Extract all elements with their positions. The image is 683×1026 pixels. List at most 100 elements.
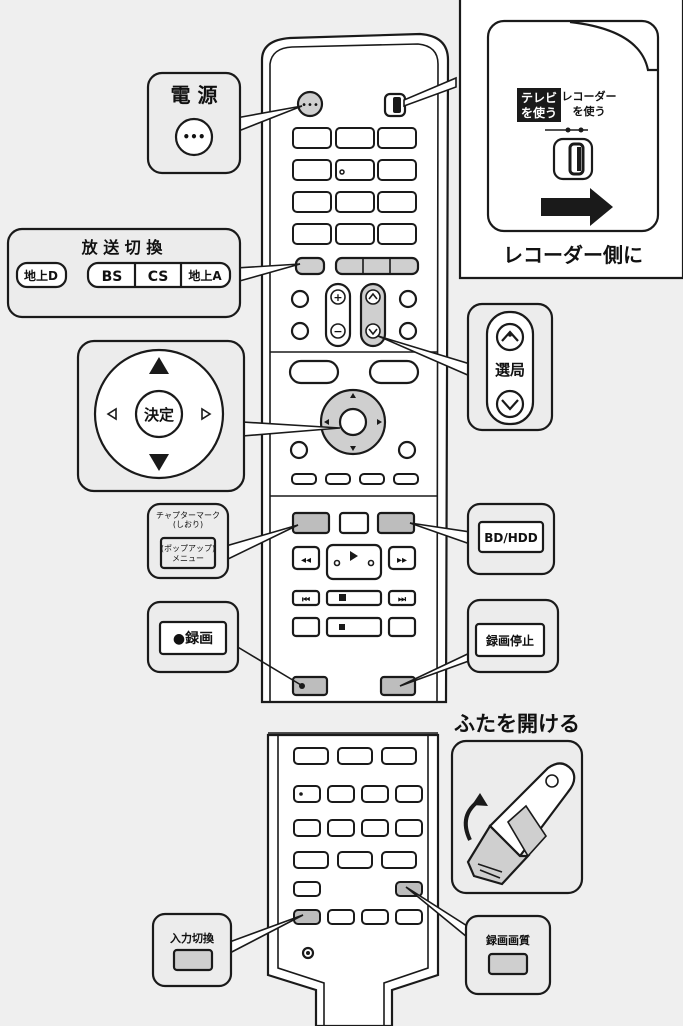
- remote-lower-button[interactable]: [395, 909, 423, 925]
- remote-broadcast-group[interactable]: [334, 256, 420, 276]
- remote-button[interactable]: [387, 616, 417, 638]
- remote-stop-record-button[interactable]: [379, 675, 417, 697]
- terrestrial-d-button[interactable]: [15, 261, 68, 289]
- remote-ff-button[interactable]: [387, 545, 417, 571]
- remote-rewind-button[interactable]: [291, 545, 321, 571]
- channel-label: 選局: [495, 361, 525, 379]
- callout-dpad: 決定: [76, 339, 246, 493]
- svg-text:−: −: [333, 325, 342, 338]
- broadcast-button-group[interactable]: [86, 261, 232, 289]
- remote-lower-button[interactable]: [361, 785, 389, 803]
- remote-lower-button[interactable]: [361, 909, 389, 925]
- terrestrial-a-label: 地上A: [188, 268, 222, 283]
- skip-prev-icon: ⏮: [302, 595, 310, 605]
- remote-number-button[interactable]: [335, 127, 375, 149]
- chapter-menu-button[interactable]: [159, 536, 217, 570]
- remote-lower-button[interactable]: [395, 819, 423, 837]
- remote-dot-marker: [339, 169, 345, 175]
- remote-lower-button[interactable]: [293, 819, 321, 837]
- remote-number-button[interactable]: [292, 223, 332, 245]
- remote-number-button[interactable]: [335, 191, 375, 213]
- remote-lower-button[interactable]: [293, 785, 321, 803]
- remote-top-grid: [292, 127, 417, 245]
- remote-color-button[interactable]: [291, 473, 317, 485]
- remote-lower-button[interactable]: [381, 851, 417, 869]
- remote-lower-button[interactable]: [337, 851, 373, 869]
- remote-lower-button[interactable]: [293, 851, 329, 869]
- remote-number-button[interactable]: [377, 159, 417, 181]
- callout-switch: テレビを使う レコーダーを使う レコーダー側に: [458, 0, 683, 280]
- chevron-down-icon: [365, 323, 381, 339]
- remote-lower-button[interactable]: [293, 881, 321, 897]
- remote-lower-button[interactable]: [293, 747, 329, 765]
- triangle-left-icon: [106, 407, 117, 421]
- remote-lower-button[interactable]: [337, 747, 373, 765]
- remote-button[interactable]: [325, 616, 383, 638]
- power-button[interactable]: [174, 117, 214, 157]
- play-icon: [350, 551, 358, 561]
- remote-color-button[interactable]: [325, 473, 351, 485]
- remote-number-button[interactable]: [377, 191, 417, 213]
- remote-color-row: [291, 473, 419, 485]
- remote-oval-button-right[interactable]: [368, 359, 420, 385]
- remote-terrestrial-d-button[interactable]: [294, 256, 326, 276]
- open-cover-title: ふたを開ける: [454, 712, 580, 736]
- remote-number-button[interactable]: [377, 127, 417, 149]
- remote-round-button[interactable]: [398, 321, 418, 341]
- remote-number-button[interactable]: [292, 159, 332, 181]
- dpad-center-button[interactable]: [134, 389, 184, 439]
- remote-bdhdd-button[interactable]: [376, 511, 416, 535]
- remote-color-button[interactable]: [359, 473, 385, 485]
- remote-chapter-button[interactable]: [291, 511, 331, 535]
- remote-number-button[interactable]: [335, 223, 375, 245]
- remote-lower-button[interactable]: [327, 785, 355, 803]
- remote-lower-button[interactable]: [381, 747, 417, 765]
- remote-lower-button[interactable]: [361, 819, 389, 837]
- triangle-down-icon: [149, 454, 169, 471]
- quality-button[interactable]: [487, 952, 529, 976]
- remote-button[interactable]: [291, 616, 321, 638]
- callout-broadcast: 放 送 切 換 地上D BS CS 地上A: [6, 227, 242, 319]
- remote-round-button[interactable]: [289, 440, 309, 460]
- remote-prev-button[interactable]: [291, 589, 321, 607]
- remote-lower: [266, 732, 440, 1026]
- switch-tv-label: テレビを使う: [521, 90, 557, 120]
- remote-power-button[interactable]: [296, 90, 324, 118]
- record-button[interactable]: [158, 620, 228, 656]
- bdhdd-button[interactable]: [477, 520, 545, 554]
- remote-round-button[interactable]: [397, 440, 417, 460]
- remote-record-button[interactable]: [291, 675, 329, 697]
- remote-oval-button-left[interactable]: [288, 359, 340, 385]
- record-label: ●録画: [173, 630, 213, 647]
- remote-lower-button[interactable]: [327, 819, 355, 837]
- remote-number-button[interactable]: [377, 223, 417, 245]
- chapter-button-label: (ポップアップ)メニュー: [161, 544, 215, 563]
- remote-number-button[interactable]: [335, 159, 375, 181]
- callout-bdhdd: BD/HDD: [466, 502, 556, 576]
- stop-record-button[interactable]: [474, 622, 546, 658]
- remote-blank-button[interactable]: [338, 511, 370, 535]
- cs-label: CS: [148, 269, 169, 285]
- remote-number-button[interactable]: [292, 191, 332, 213]
- callout-open-cover: ふたを開ける: [450, 712, 584, 895]
- remote-power-dots-icon: •••: [301, 100, 319, 111]
- remote-stop-button[interactable]: [325, 589, 383, 607]
- callout-stop-record: 録画停止: [466, 598, 560, 674]
- remote-lower-button[interactable]: [395, 785, 423, 803]
- remote-dpad-center[interactable]: [338, 407, 368, 437]
- skip-next-icon: ⏭: [398, 595, 407, 605]
- remote-round-button[interactable]: [398, 289, 418, 309]
- remote-color-button[interactable]: [393, 473, 419, 485]
- remote-input-button[interactable]: [293, 909, 321, 925]
- callout-record: ●録画: [146, 600, 240, 674]
- input-button[interactable]: [172, 948, 214, 972]
- remote-play-button[interactable]: [325, 543, 383, 581]
- remote-round-button[interactable]: [290, 289, 310, 309]
- remote-round-button[interactable]: [290, 321, 310, 341]
- dpad-center-label: 決定: [144, 406, 174, 424]
- remote-lower-grid: [293, 747, 423, 925]
- remote-number-button[interactable]: [292, 127, 332, 149]
- remote-lower-button[interactable]: [327, 909, 355, 925]
- remote-next-button[interactable]: [387, 589, 417, 607]
- callout-channel: 選局: [466, 302, 554, 432]
